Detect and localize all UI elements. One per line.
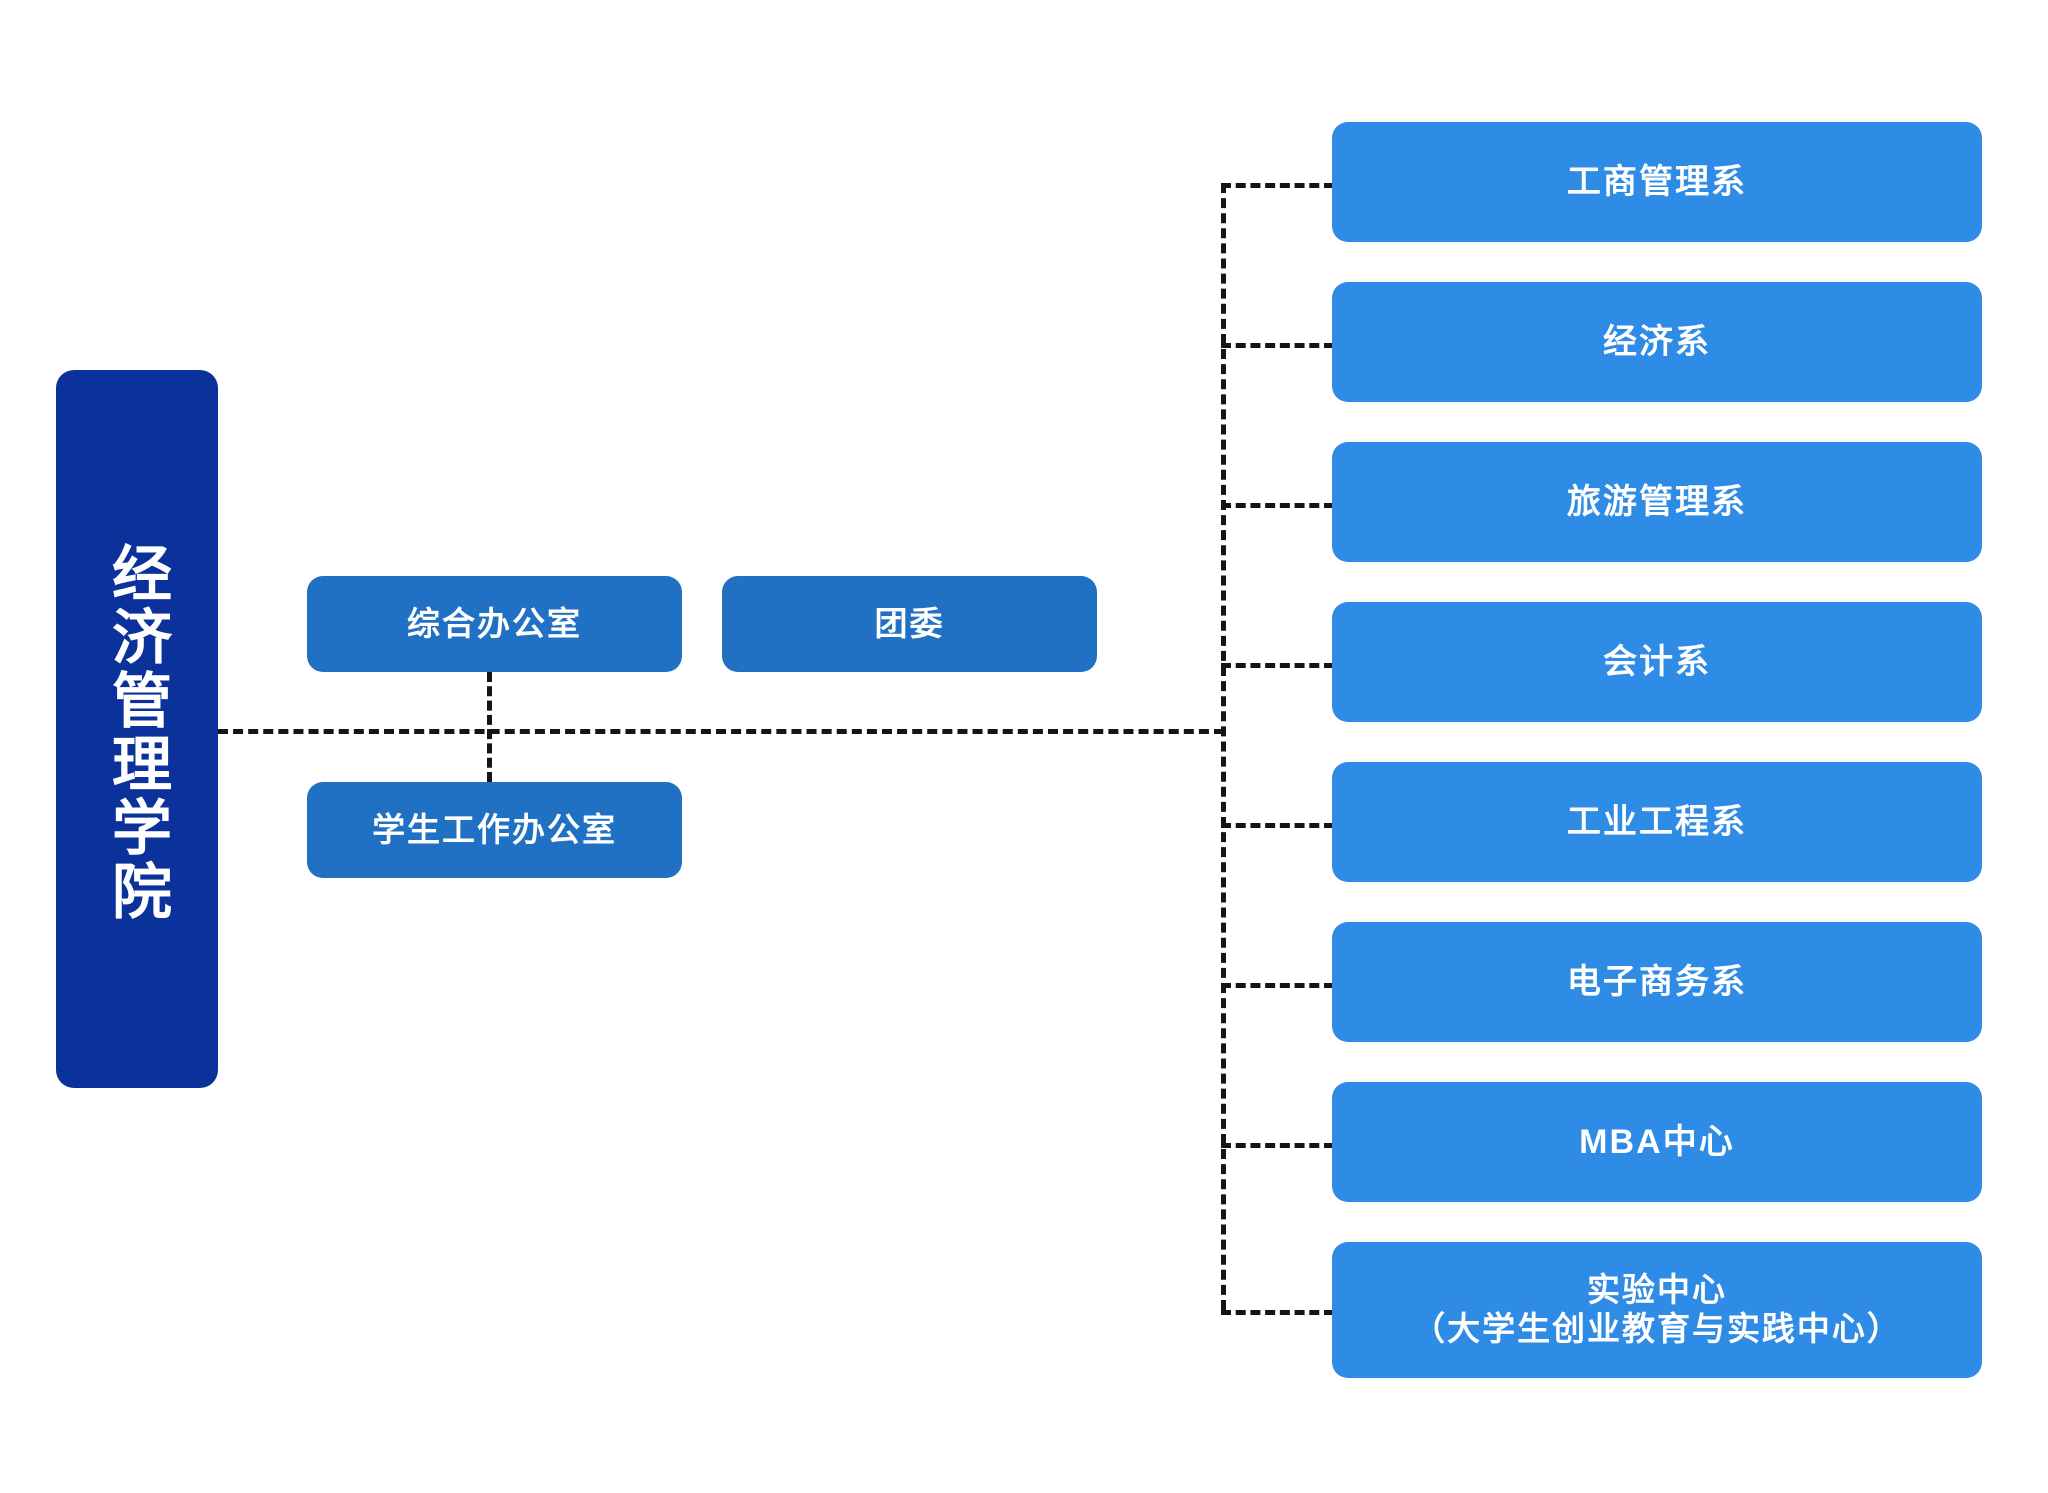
connector-branch-department-3 xyxy=(1221,503,1334,508)
connector-branch-department-2 xyxy=(1221,343,1334,348)
org-node-general-office[interactable]: 综合办公室 xyxy=(307,576,682,672)
org-node-youth-league-committee[interactable]: 团委 xyxy=(722,576,1097,672)
connector-admin-vertical xyxy=(487,672,492,782)
connector-branch-department-5 xyxy=(1221,823,1334,828)
connector-root-to-departments xyxy=(218,729,1224,734)
experiment-center-label: 实验中心 （大学生创业教育与实践中心） xyxy=(1332,1271,1982,1349)
org-node-experiment-center[interactable]: 实验中心 （大学生创业教育与实践中心） xyxy=(1332,1242,1982,1378)
connector-branch-department-7 xyxy=(1221,1143,1334,1148)
connector-branch-department-6 xyxy=(1221,983,1334,988)
connector-department-trunk xyxy=(1221,183,1226,1310)
org-node-department-accounting[interactable]: 会计系 xyxy=(1332,602,1982,722)
experiment-center-title: 实验中心 xyxy=(1587,1271,1727,1309)
org-node-mba-center[interactable]: MBA中心 xyxy=(1332,1082,1982,1202)
org-root-node-school[interactable]: 经济管理学院 xyxy=(56,370,218,1088)
org-node-department-industrial-engineering[interactable]: 工业工程系 xyxy=(1332,762,1982,882)
connector-branch-department-1 xyxy=(1221,183,1334,188)
org-node-student-affairs-office[interactable]: 学生工作办公室 xyxy=(307,782,682,878)
connector-branch-department-4 xyxy=(1221,663,1334,668)
org-node-department-business-administration[interactable]: 工商管理系 xyxy=(1332,122,1982,242)
org-node-department-tourism-management[interactable]: 旅游管理系 xyxy=(1332,442,1982,562)
experiment-center-subtitle: （大学生创业教育与实践中心） xyxy=(1412,1310,1902,1347)
org-node-department-economics[interactable]: 经济系 xyxy=(1332,282,1982,402)
connector-branch-department-8 xyxy=(1221,1310,1334,1315)
org-node-department-ecommerce[interactable]: 电子商务系 xyxy=(1332,922,1982,1042)
